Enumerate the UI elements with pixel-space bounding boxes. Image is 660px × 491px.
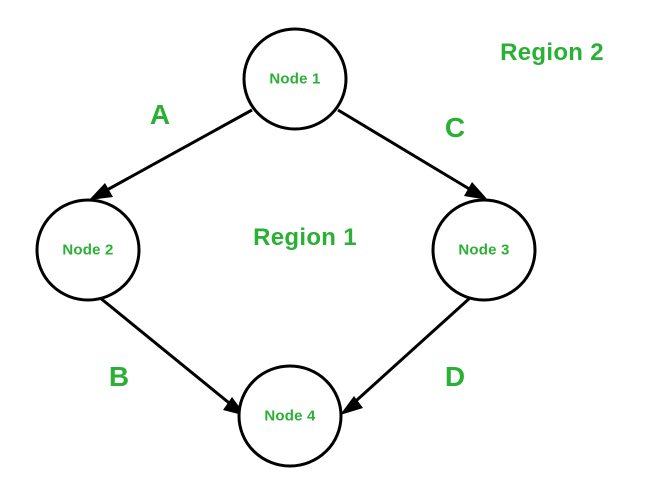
edge-b-label: B bbox=[108, 361, 130, 392]
edge-b-line bbox=[98, 295, 240, 413]
edge-d-arrowhead bbox=[340, 396, 363, 415]
edge-c-line bbox=[337, 108, 482, 198]
node-3-shape[interactable] bbox=[431, 198, 537, 302]
edge-a-arrowhead bbox=[89, 183, 113, 200]
region-2-label: Region 2 bbox=[500, 39, 604, 66]
region-1-label: Region 1 bbox=[253, 224, 357, 251]
edge-c-arrowhead bbox=[464, 182, 488, 200]
edge-a[interactable] bbox=[89, 108, 253, 200]
edge-b[interactable] bbox=[98, 295, 246, 416]
node-4-shape[interactable] bbox=[237, 364, 343, 468]
edge-d-label: D bbox=[444, 361, 466, 392]
edge-a-line bbox=[95, 108, 253, 198]
edge-c[interactable] bbox=[337, 108, 488, 200]
node-2-shape[interactable] bbox=[35, 198, 141, 302]
edge-a-label: A bbox=[149, 99, 171, 130]
node-1-shape[interactable] bbox=[242, 27, 348, 131]
edge-c-label: C bbox=[444, 112, 466, 143]
edge-d-line bbox=[345, 295, 473, 411]
edge-d[interactable] bbox=[340, 295, 473, 415]
